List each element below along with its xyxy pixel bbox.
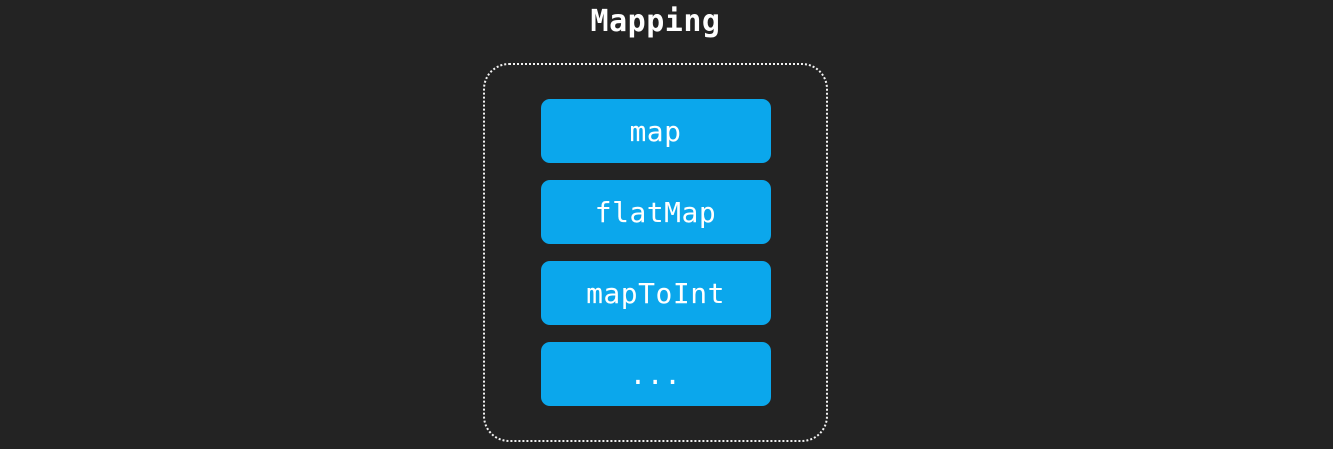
operation-box-flatmap: flatMap [540,180,771,244]
operation-box-map: map [540,99,771,163]
operation-box-maptoint: mapToInt [540,261,771,325]
operation-box-ellipsis: ... [540,342,771,406]
mapping-group-box: map flatMap mapToInt ... [483,63,828,442]
diagram-title: Mapping [590,4,721,39]
